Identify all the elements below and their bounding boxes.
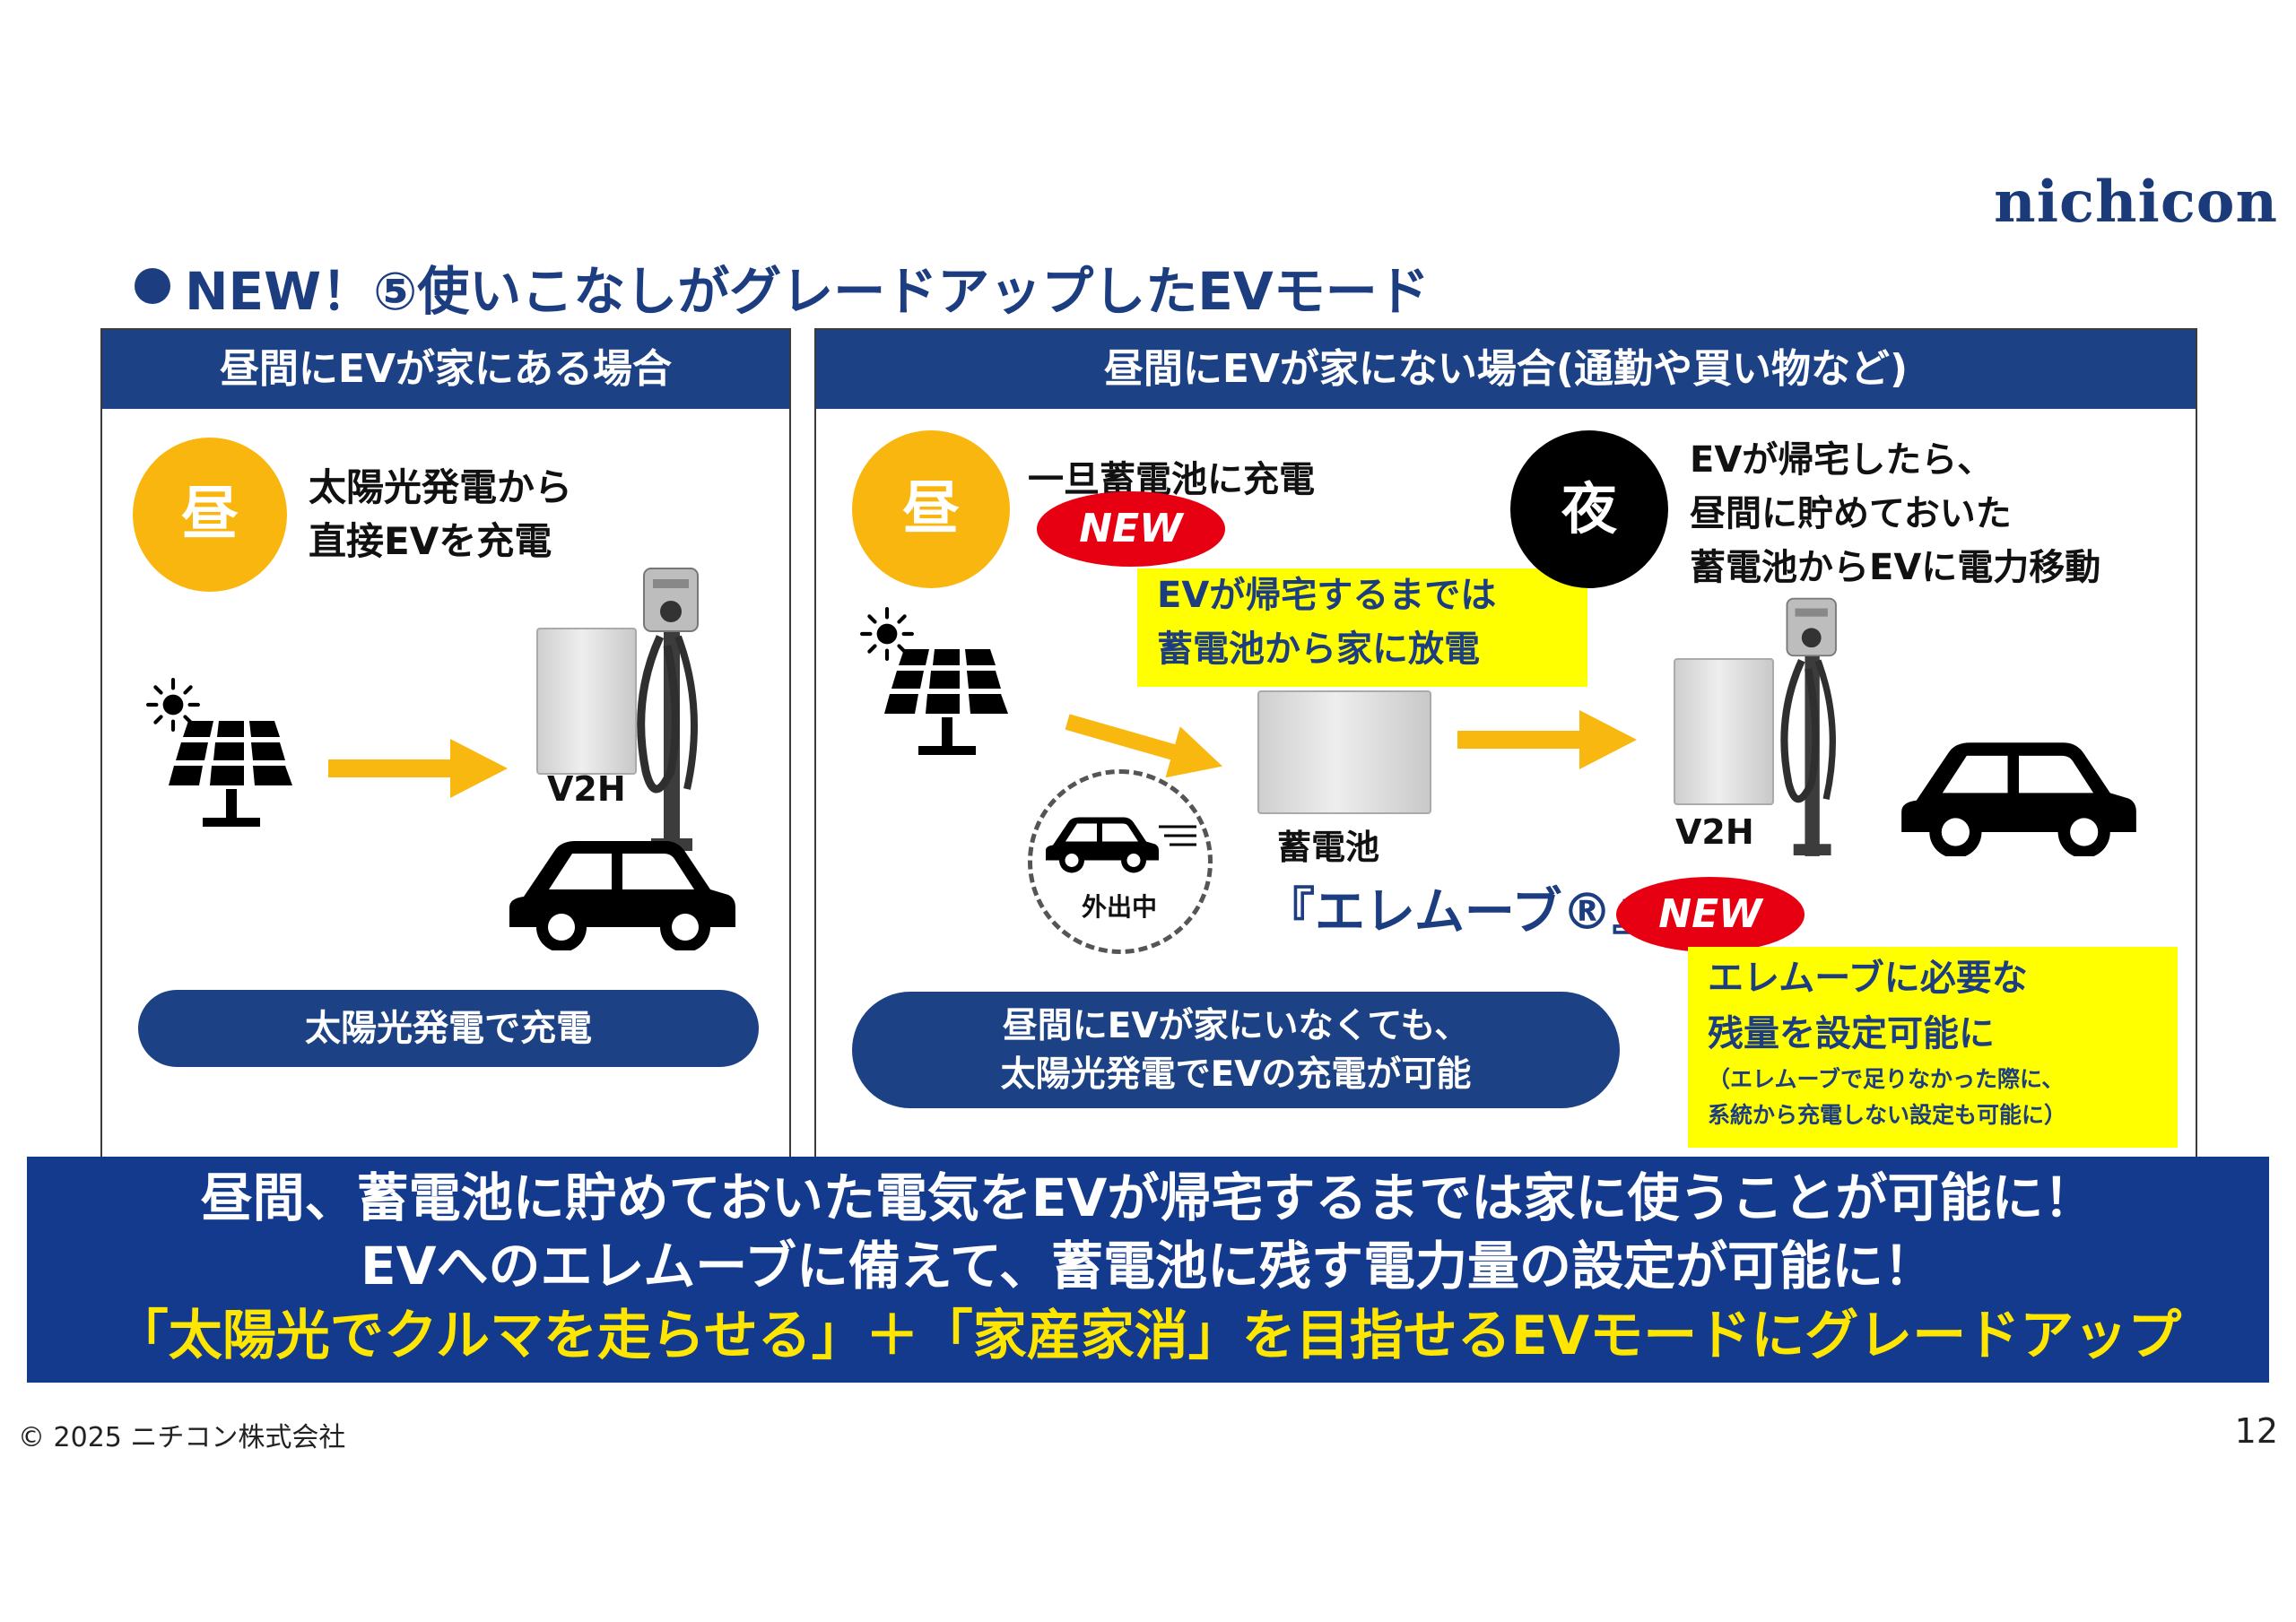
yellow-callout-1: EVが帰宅するまでは 蓄電池から家に放電 — [1137, 568, 1587, 687]
battery-label: 蓄電池 — [1277, 828, 1380, 867]
v2h-charger-icon — [628, 565, 709, 861]
right-summary-pill: 昼間にEVが家にいなくても、 太陽光発電でEVの充電が可能 — [852, 992, 1620, 1108]
arrow-to-v2h-icon — [1435, 708, 1659, 771]
day-badge-left: 昼 — [133, 438, 287, 592]
yellow-callout-2-line1: エレムーブに必要な — [1708, 958, 2028, 999]
v2h-label-left: V2H — [547, 769, 626, 809]
v2h-unit-left — [536, 628, 637, 775]
left-desc-line1: 太陽光発電から — [309, 465, 573, 509]
day-text: 一旦蓄電池に充電 — [1028, 459, 1315, 500]
copyright: © 2025 ニチコン株式会社 — [18, 1422, 346, 1453]
car-icon — [506, 834, 739, 950]
away-indicator — [1028, 769, 1213, 954]
left-panel-heading: 昼間にEVが家にある場合 — [102, 330, 789, 409]
yellow-callout-2-note1: （エレムーブで足りなかった際に、 — [1708, 1066, 2065, 1092]
banner-line3: 「太陽光でクルマを走らせる」＋「家産家消」を目指せるEVモードにグレードアップ — [114, 1305, 2182, 1367]
speed-lines-icon — [1159, 825, 1196, 846]
yellow-callout-2: エレムーブに必要な 残量を設定可能に （エレムーブで足りなかった際に、 系統から… — [1688, 947, 2178, 1148]
yellow-callout-1-line2: 蓄電池から家に放電 — [1157, 629, 1480, 670]
page-title-text: NEW！⑤使いこなしがグレードアップしたEVモード — [185, 261, 1430, 322]
night-line3: 蓄電池からEVに電力移動 — [1690, 547, 2101, 588]
v2h-charger-icon-right — [1769, 595, 1849, 864]
summary-banner: 昼間、蓄電池に貯めておいた電気をEVが帰宅するまでは家に使うことが可能に！ EV… — [27, 1157, 2269, 1383]
new-badge-1: NEW — [1037, 491, 1225, 567]
right-pill-line1: 昼間にEVが家にいなくても、 — [1002, 1006, 1470, 1046]
product-name: 『エレムーブ®』 — [1265, 883, 1663, 941]
night-line2: 昼間に貯めておいた — [1690, 493, 2012, 534]
car-away-icon — [1044, 812, 1161, 873]
right-panel-heading: 昼間にEVが家にない場合(通勤や買い物など) — [816, 330, 2196, 409]
yellow-callout-2-line2: 残量を設定可能に — [1708, 1013, 1995, 1054]
arrow-right-icon — [328, 737, 508, 800]
day-badge-right: 昼 — [852, 430, 1010, 588]
v2h-label-right: V2H — [1675, 812, 1754, 852]
solar-panel-icon — [167, 717, 310, 834]
storage-battery-icon — [1257, 690, 1431, 814]
away-label: 外出中 — [1082, 892, 1158, 922]
banner-line2: EVへのエレムーブに備えて、蓄電池に残す電力量の設定が可能に！ — [360, 1236, 1936, 1297]
left-desc-line2: 直接EVを充電 — [309, 519, 552, 563]
v2h-unit-right — [1674, 658, 1774, 805]
banner-line1: 昼間、蓄電池に貯めておいた電気をEVが帰宅するまでは家に使うことが可能に！ — [200, 1167, 2096, 1228]
title-bullet-icon — [135, 268, 170, 304]
yellow-callout-1-line1: EVが帰宅するまでは — [1157, 575, 1497, 616]
car-icon-right — [1898, 735, 2140, 856]
night-line1: EVが帰宅したら、 — [1690, 439, 1994, 481]
night-badge: 夜 — [1510, 430, 1668, 588]
right-pill-line2: 太陽光発電でEVの充電が可能 — [1000, 1054, 1472, 1095]
yellow-callout-2-note2: 系統から充電しない設定も可能に） — [1708, 1102, 2067, 1128]
new-badge-2: NEW — [1616, 877, 1805, 952]
page-title: NEW！⑤使いこなしがグレードアップしたEVモード — [135, 249, 1430, 325]
nichicon-logo: nichicon — [1994, 169, 2278, 236]
page-number: 12 — [2234, 1411, 2278, 1451]
solar-panel-icon-right — [883, 646, 1026, 762]
left-summary-pill: 太陽光発電で充電 — [138, 990, 759, 1067]
